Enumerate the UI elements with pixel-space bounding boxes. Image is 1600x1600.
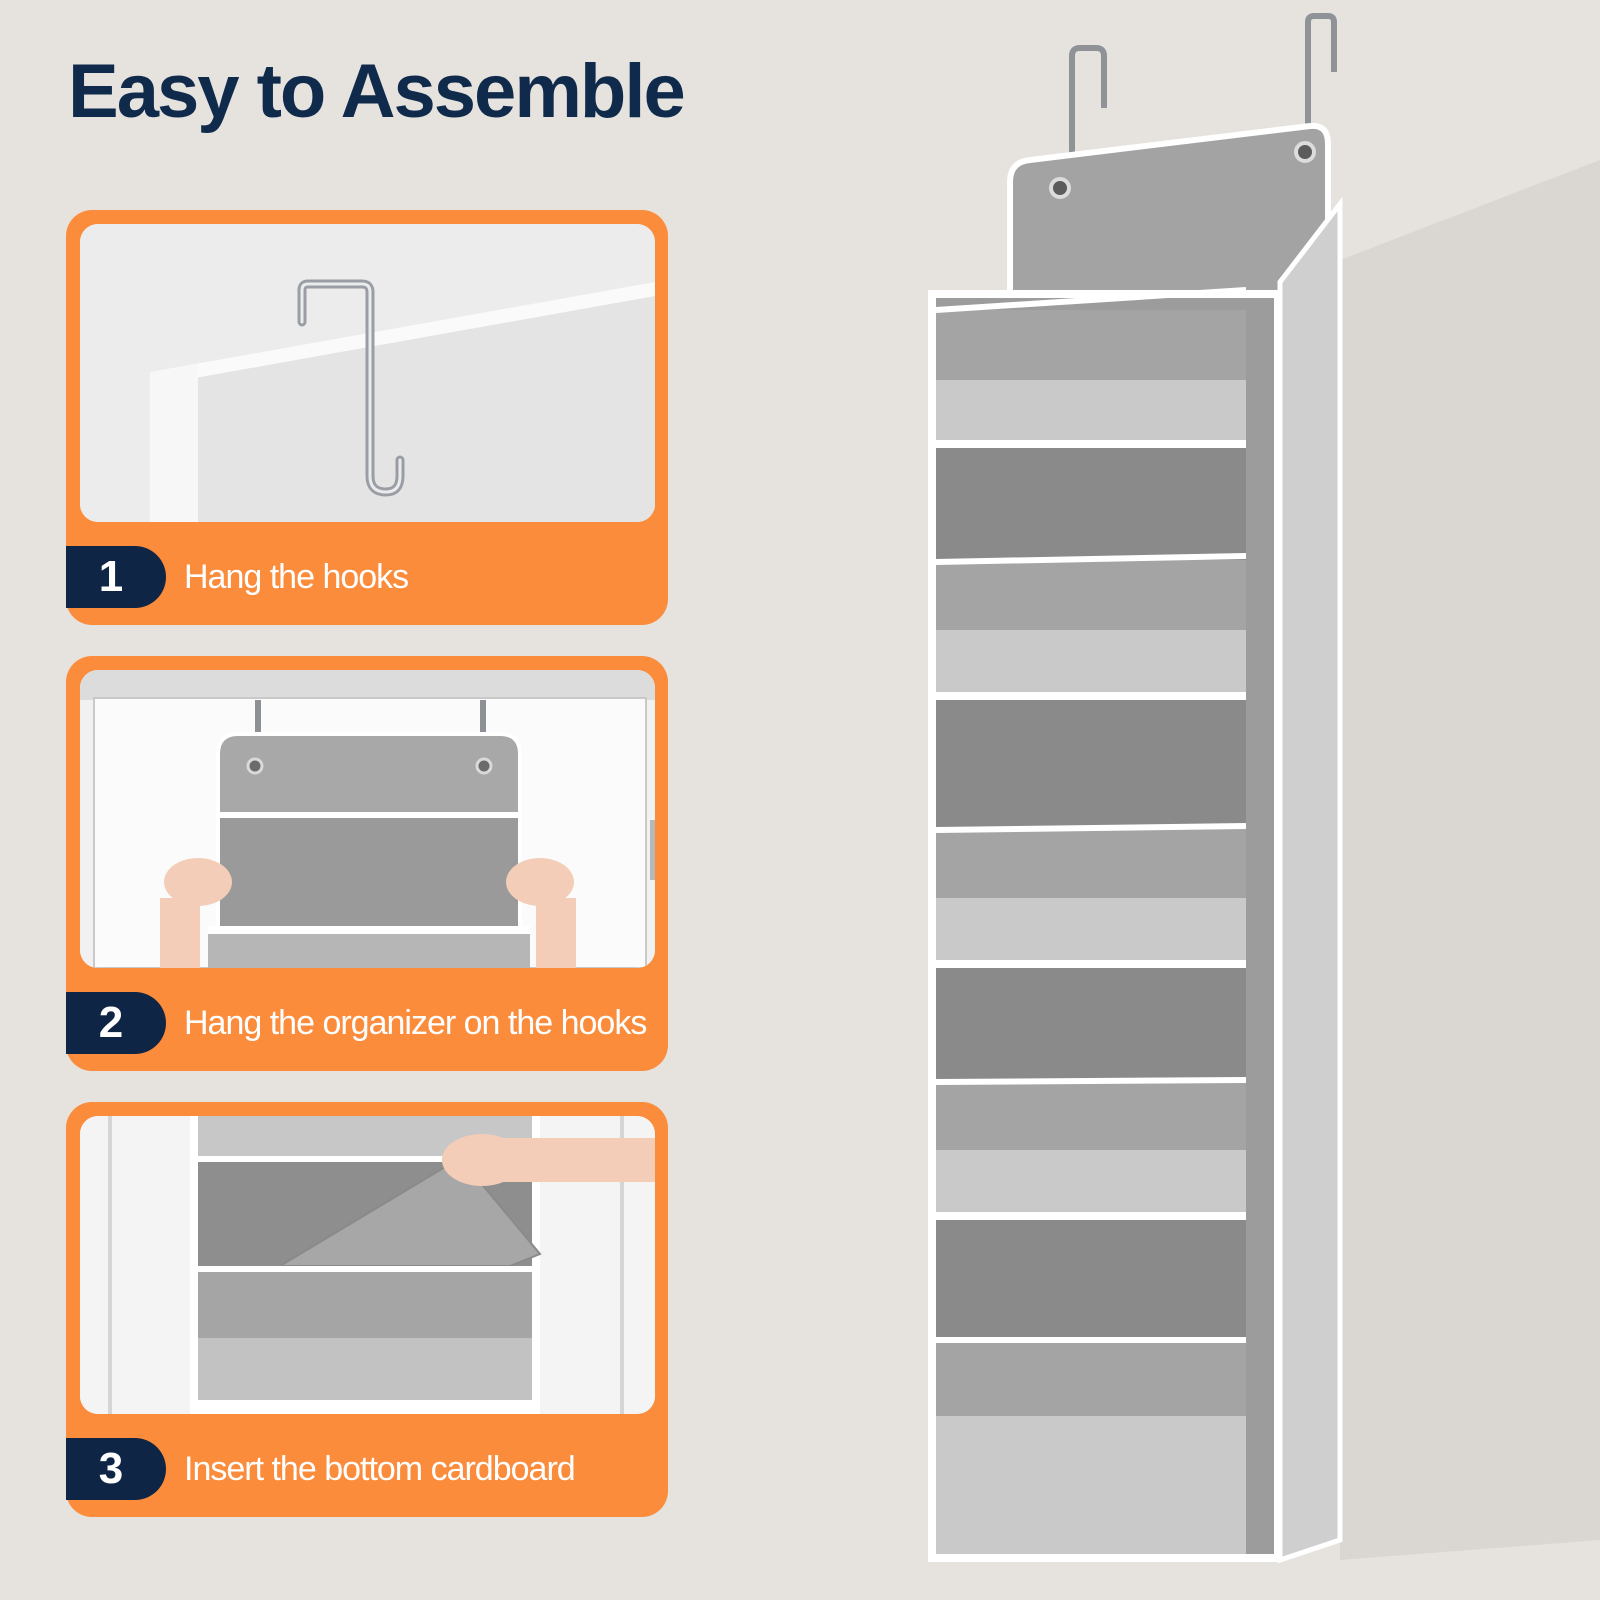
step-2-label: Hang the organizer on the hooks	[184, 1004, 647, 1042]
step-1-label: Hang the hooks	[184, 558, 409, 596]
step-3-photo	[80, 1116, 655, 1414]
page-title: Easy to Assemble	[68, 49, 686, 134]
step-2-photo	[80, 670, 655, 968]
step-3-card: 3 Insert the bottom cardboard	[66, 1102, 668, 1517]
step-3-number: 3	[66, 1438, 166, 1500]
organizer-on-door-icon	[80, 670, 655, 968]
cardboard-insert-icon	[80, 1116, 655, 1414]
hanging-organizer-icon	[928, 13, 1600, 1564]
step-2-number: 2	[66, 992, 166, 1054]
step-3-label: Insert the bottom cardboard	[184, 1450, 576, 1488]
product-image	[900, 0, 1600, 1600]
step-2-card: 2 Hang the organizer on the hooks	[66, 656, 668, 1071]
hook-on-door-icon	[80, 224, 655, 522]
step-1-number: 1	[66, 546, 166, 608]
step-1-card: 1 Hang the hooks	[66, 210, 668, 625]
step-1-photo	[80, 224, 655, 522]
